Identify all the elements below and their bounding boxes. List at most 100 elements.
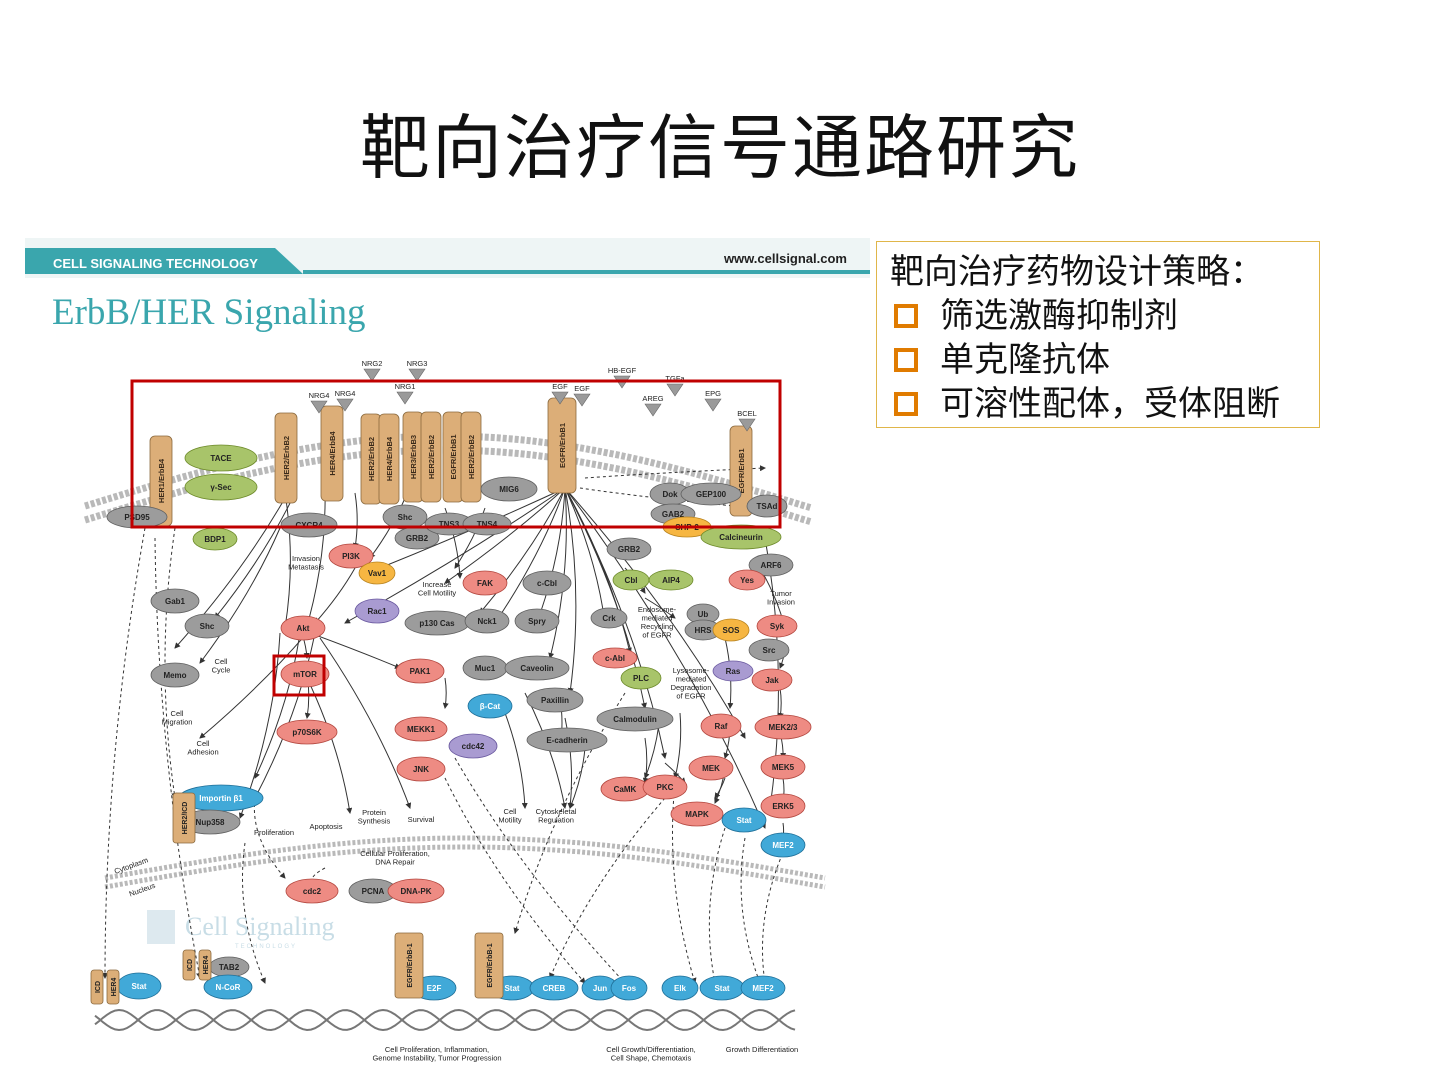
node-label: Cbl (625, 576, 638, 585)
node-jnk: JNK (396, 756, 446, 782)
node-label: FAK (477, 579, 493, 588)
ligand-label: NRG4 (335, 389, 356, 398)
node-label: MEF2 (772, 841, 794, 850)
receptor: HER2/ErbB2 (460, 411, 482, 503)
node-mapk: MAPK (670, 801, 724, 827)
node-label: Muc1 (475, 664, 496, 673)
node-calmodulin: Calmodulin (596, 706, 674, 732)
receptor-label: HER2/ErbB2 (427, 435, 436, 479)
node-paxillin: Paxillin (526, 687, 584, 713)
ligand: EGF (551, 382, 569, 405)
node-label: GRB2 (406, 534, 429, 543)
node-label: PSD95 (124, 513, 150, 522)
node-tace: TACE (184, 444, 258, 472)
node-akt: Akt (280, 615, 326, 641)
node-psd95: PSD95 (106, 505, 168, 529)
node-label: Fos (622, 984, 637, 993)
node-pkc: PKC (642, 774, 688, 800)
dashed-arrow (102, 527, 146, 979)
node-src: Src (748, 638, 790, 662)
node-label: JNK (413, 765, 429, 774)
ligand: NRG4 (309, 391, 329, 414)
node-label: Caveolin (520, 664, 553, 673)
ligand: NRG2 (362, 359, 383, 382)
node-label: Vav1 (368, 569, 387, 578)
receptor: HER2/ErbB2 (274, 412, 298, 504)
node-label: MEK (702, 764, 720, 773)
node-label: E2F (427, 984, 442, 993)
node-label: p130 Cas (419, 619, 455, 628)
node-stat2: Stat (116, 972, 162, 1000)
strategy-item: 可溶性配体，受体阻断 (890, 382, 1307, 426)
node-pi3k: PI3K (328, 543, 374, 569)
node-mtor: mTOR (280, 660, 330, 688)
strategy-item-text: 可溶性配体，受体阻断 (940, 384, 1280, 424)
strategy-title: 靶向治疗药物设计策略： (890, 252, 1264, 292)
node-shc2: Shc (184, 613, 230, 639)
node-bdp1: BDP1 (192, 527, 238, 551)
node-label: E-cadherin (546, 736, 587, 745)
node-ncor: N-CoR (203, 974, 253, 1000)
strategy-item-text: 单克隆抗体 (940, 340, 1110, 380)
node-label: GEP100 (696, 490, 727, 499)
label-out1: Cell Proliferation, Inflammation,Genome … (372, 1045, 501, 1063)
node-label: MEK2/3 (769, 723, 798, 732)
ligand-label: EPG (705, 389, 721, 398)
receptor-label: HER2/ErbB2 (282, 436, 291, 480)
node-label: ICD (187, 959, 194, 971)
arrow (319, 637, 412, 809)
square-bullet-icon (894, 392, 918, 416)
node-label: γ-Sec (210, 483, 232, 492)
node-her4a: HER4 (106, 969, 120, 1005)
node-label: HRS (695, 626, 713, 635)
ligand: TGFa (665, 374, 685, 397)
node-label: Ub (698, 610, 709, 619)
watermark-sub: TECHNOLOGY (235, 944, 297, 950)
node-jak: Jak (751, 668, 793, 692)
receptor-label: HER2/ErbB2 (367, 437, 376, 481)
node-label: AIP4 (662, 576, 680, 585)
dashed-arrow (549, 797, 666, 979)
node-caveolin: Caveolin (504, 655, 570, 681)
arrow (564, 487, 577, 694)
dashed-arrow (253, 797, 286, 879)
node-cdc2: cdc2 (285, 878, 339, 904)
node-label: SOS (723, 626, 741, 635)
node-label: Calcineurin (719, 533, 763, 542)
node-label: Yes (740, 576, 754, 585)
ligand-label: NRG3 (407, 359, 428, 368)
node-label: Dok (662, 490, 678, 499)
node-mek5: MEK5 (760, 754, 806, 780)
node-rac1: Rac1 (354, 598, 400, 624)
node-label: Jak (765, 676, 779, 685)
node-label: MEKK1 (407, 725, 436, 734)
node-memo: Memo (150, 662, 200, 688)
node-label: p70S6K (292, 728, 322, 737)
pathway-diagram: CELL SIGNALING TECHNOLOGY www.cellsignal… (25, 238, 870, 1063)
node-label: TNS4 (477, 520, 498, 529)
ligand-label: NRG2 (362, 359, 383, 368)
figure-title: ErbB/HER Signaling (52, 292, 365, 333)
node-label: Akt (297, 624, 310, 633)
node-tab2: TAB2 (208, 956, 250, 978)
ligand-label: NRG1 (395, 382, 416, 391)
node-ysec: γ-Sec (184, 473, 258, 501)
node-label: Memo (163, 671, 186, 680)
dashed-arrow (584, 465, 766, 479)
node-tns4: TNS4 (462, 512, 512, 536)
ligand: HB-EGF (608, 366, 637, 389)
receptor-label: HER3/ErbB3 (409, 435, 418, 479)
node-label: MEF2 (752, 984, 774, 993)
dashed-arrow (164, 527, 178, 799)
url-text: www.cellsignal.com (723, 251, 847, 266)
node-label: GAB2 (662, 510, 685, 519)
node-label: Stat (131, 982, 146, 991)
arrow (442, 677, 449, 709)
node-egfr_n2: EGFR/ErbB-1 (474, 932, 504, 999)
